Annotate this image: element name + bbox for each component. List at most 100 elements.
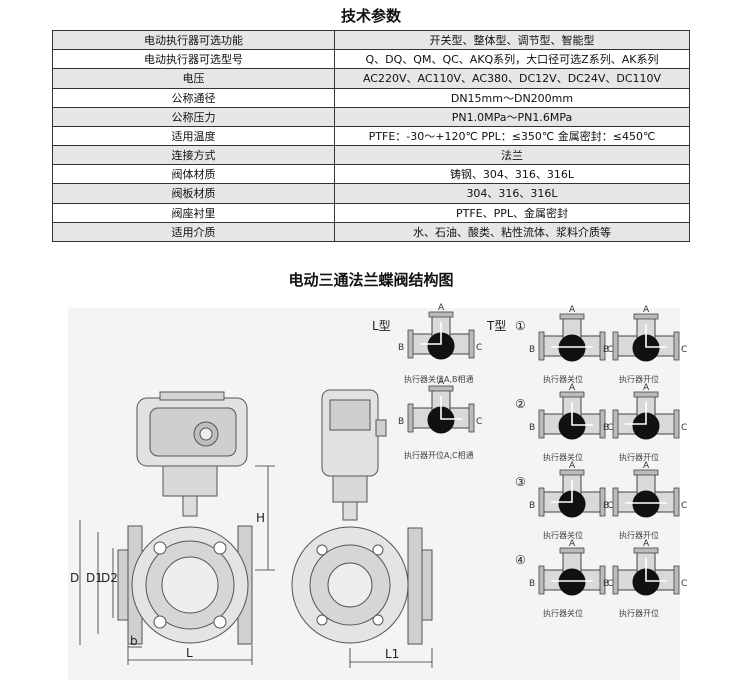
side-dimensions bbox=[349, 648, 433, 668]
spec-label: 公称压力 bbox=[52, 106, 335, 127]
l-type-label: L型 bbox=[372, 319, 391, 333]
valve-schematic: A B C bbox=[529, 383, 613, 440]
spec-value: 304、316、316L bbox=[334, 183, 690, 204]
dim-D2: D2 bbox=[101, 571, 118, 585]
port-b-label: B bbox=[603, 345, 609, 355]
spec-value: 铸钢、304、316、316L bbox=[334, 164, 690, 185]
spec-label: 适用温度 bbox=[52, 125, 335, 147]
t-type-caption-open: 执行器开位 bbox=[619, 530, 659, 540]
port-c-label: C bbox=[607, 501, 613, 511]
spec-row: 电动执行器可选功能开关型、整体型、调节型、智能型 bbox=[52, 29, 690, 51]
port-a-label: A bbox=[569, 539, 576, 549]
t-type-group-number: ① bbox=[515, 319, 526, 333]
spec-value: AC220V、AC110V、AC380、DC12V、DC24V、DC110V bbox=[334, 68, 690, 89]
port-b-label: B bbox=[398, 343, 404, 353]
spec-label: 连接方式 bbox=[52, 145, 335, 166]
port-c-label: C bbox=[681, 423, 687, 433]
dim-H: H bbox=[256, 511, 265, 525]
port-c-label: C bbox=[607, 423, 613, 433]
port-c-label: C bbox=[607, 579, 613, 589]
spec-row: 适用介质水、石油、酸类、粘性流体、浆料介质等 bbox=[52, 221, 690, 243]
spec-label: 适用介质 bbox=[52, 221, 335, 243]
dim-D: D bbox=[70, 571, 79, 585]
ball bbox=[632, 490, 660, 518]
spec-label: 阀座衬里 bbox=[52, 202, 335, 223]
port-a-label: A bbox=[643, 539, 650, 549]
t-type-caption-closed: 执行器关位 bbox=[543, 608, 583, 618]
t-type-caption-open: 执行器开位 bbox=[619, 374, 659, 384]
side-view bbox=[291, 389, 433, 645]
port-c-label: C bbox=[681, 579, 687, 589]
port-c-label: C bbox=[607, 345, 613, 355]
t-type-group-number: ④ bbox=[515, 553, 526, 567]
port-a-label: A bbox=[569, 305, 576, 315]
spec-row: 阀体材质铸钢、304、316、316L bbox=[52, 164, 690, 185]
dim-L: L bbox=[186, 646, 193, 660]
spec-value: PTFE：-30～+120℃ PPL：≤350℃ 金属密封：≤450℃ bbox=[334, 125, 690, 147]
dim-D1: D1 bbox=[86, 571, 103, 585]
spec-value: PTFE、PPL、金属密封 bbox=[334, 202, 690, 223]
t-type-caption-open: 执行器开位 bbox=[619, 608, 659, 618]
valve-schematic: A B C bbox=[398, 377, 482, 434]
port-c-label: C bbox=[476, 417, 482, 427]
port-b-label: B bbox=[398, 417, 404, 427]
port-a-label: A bbox=[643, 305, 650, 315]
t-type-label: T型 bbox=[486, 319, 506, 333]
port-a-label: A bbox=[438, 303, 445, 313]
t-type-group-number: ② bbox=[515, 397, 526, 411]
dim-b: b bbox=[130, 634, 138, 648]
bracket bbox=[162, 465, 218, 497]
spec-label: 公称通径 bbox=[52, 87, 335, 108]
diagram-title: 电动三通法兰蝶阀结构图 bbox=[288, 271, 454, 289]
port-b-label: B bbox=[529, 345, 535, 355]
t-type-group-number: ③ bbox=[515, 475, 526, 489]
port-a-label: A bbox=[643, 383, 650, 393]
port-a-label: A bbox=[438, 377, 445, 387]
front-view bbox=[117, 391, 253, 645]
front-dimensions bbox=[79, 465, 275, 665]
port-c-label: C bbox=[681, 501, 687, 511]
spec-label: 电动执行器可选功能 bbox=[52, 29, 335, 51]
spec-value: PN1.0MPa～PN1.6MPa bbox=[334, 106, 690, 127]
port-a-label: A bbox=[569, 461, 576, 471]
spec-value: DN15mm～DN200mm bbox=[334, 87, 690, 108]
l-type-caption-2: 执行器开位A,C相通 bbox=[404, 450, 474, 460]
dim-L1: L1 bbox=[385, 647, 399, 661]
t-type-caption-closed: 执行器关位 bbox=[543, 452, 583, 462]
port-b-label: B bbox=[529, 423, 535, 433]
t-type-caption-open: 执行器开位 bbox=[619, 452, 659, 462]
ball bbox=[558, 334, 586, 362]
spec-value: 水、石油、酸类、粘性流体、浆料介质等 bbox=[334, 221, 690, 243]
spec-label: 电压 bbox=[52, 68, 335, 89]
t-type-caption-closed: 执行器关位 bbox=[543, 374, 583, 384]
port-b-label: B bbox=[603, 501, 609, 511]
spec-value: Q、DQ、QM、QC、AKQ系列，大口径可选Z系列、AK系列 bbox=[334, 49, 690, 70]
spec-label: 阀体材质 bbox=[52, 164, 335, 185]
spec-label: 电动执行器可选型号 bbox=[52, 49, 335, 70]
t-type-caption-closed: 执行器关位 bbox=[543, 530, 583, 540]
specs-title: 技术参数 bbox=[340, 7, 401, 25]
port-c-label: C bbox=[681, 345, 687, 355]
ball bbox=[558, 568, 586, 596]
port-a-label: A bbox=[569, 383, 576, 393]
port-b-label: B bbox=[529, 501, 535, 511]
spec-value: 开关型、整体型、调节型、智能型 bbox=[334, 29, 690, 51]
l-type-caption-1: 执行器关位A,B相通 bbox=[404, 374, 474, 384]
